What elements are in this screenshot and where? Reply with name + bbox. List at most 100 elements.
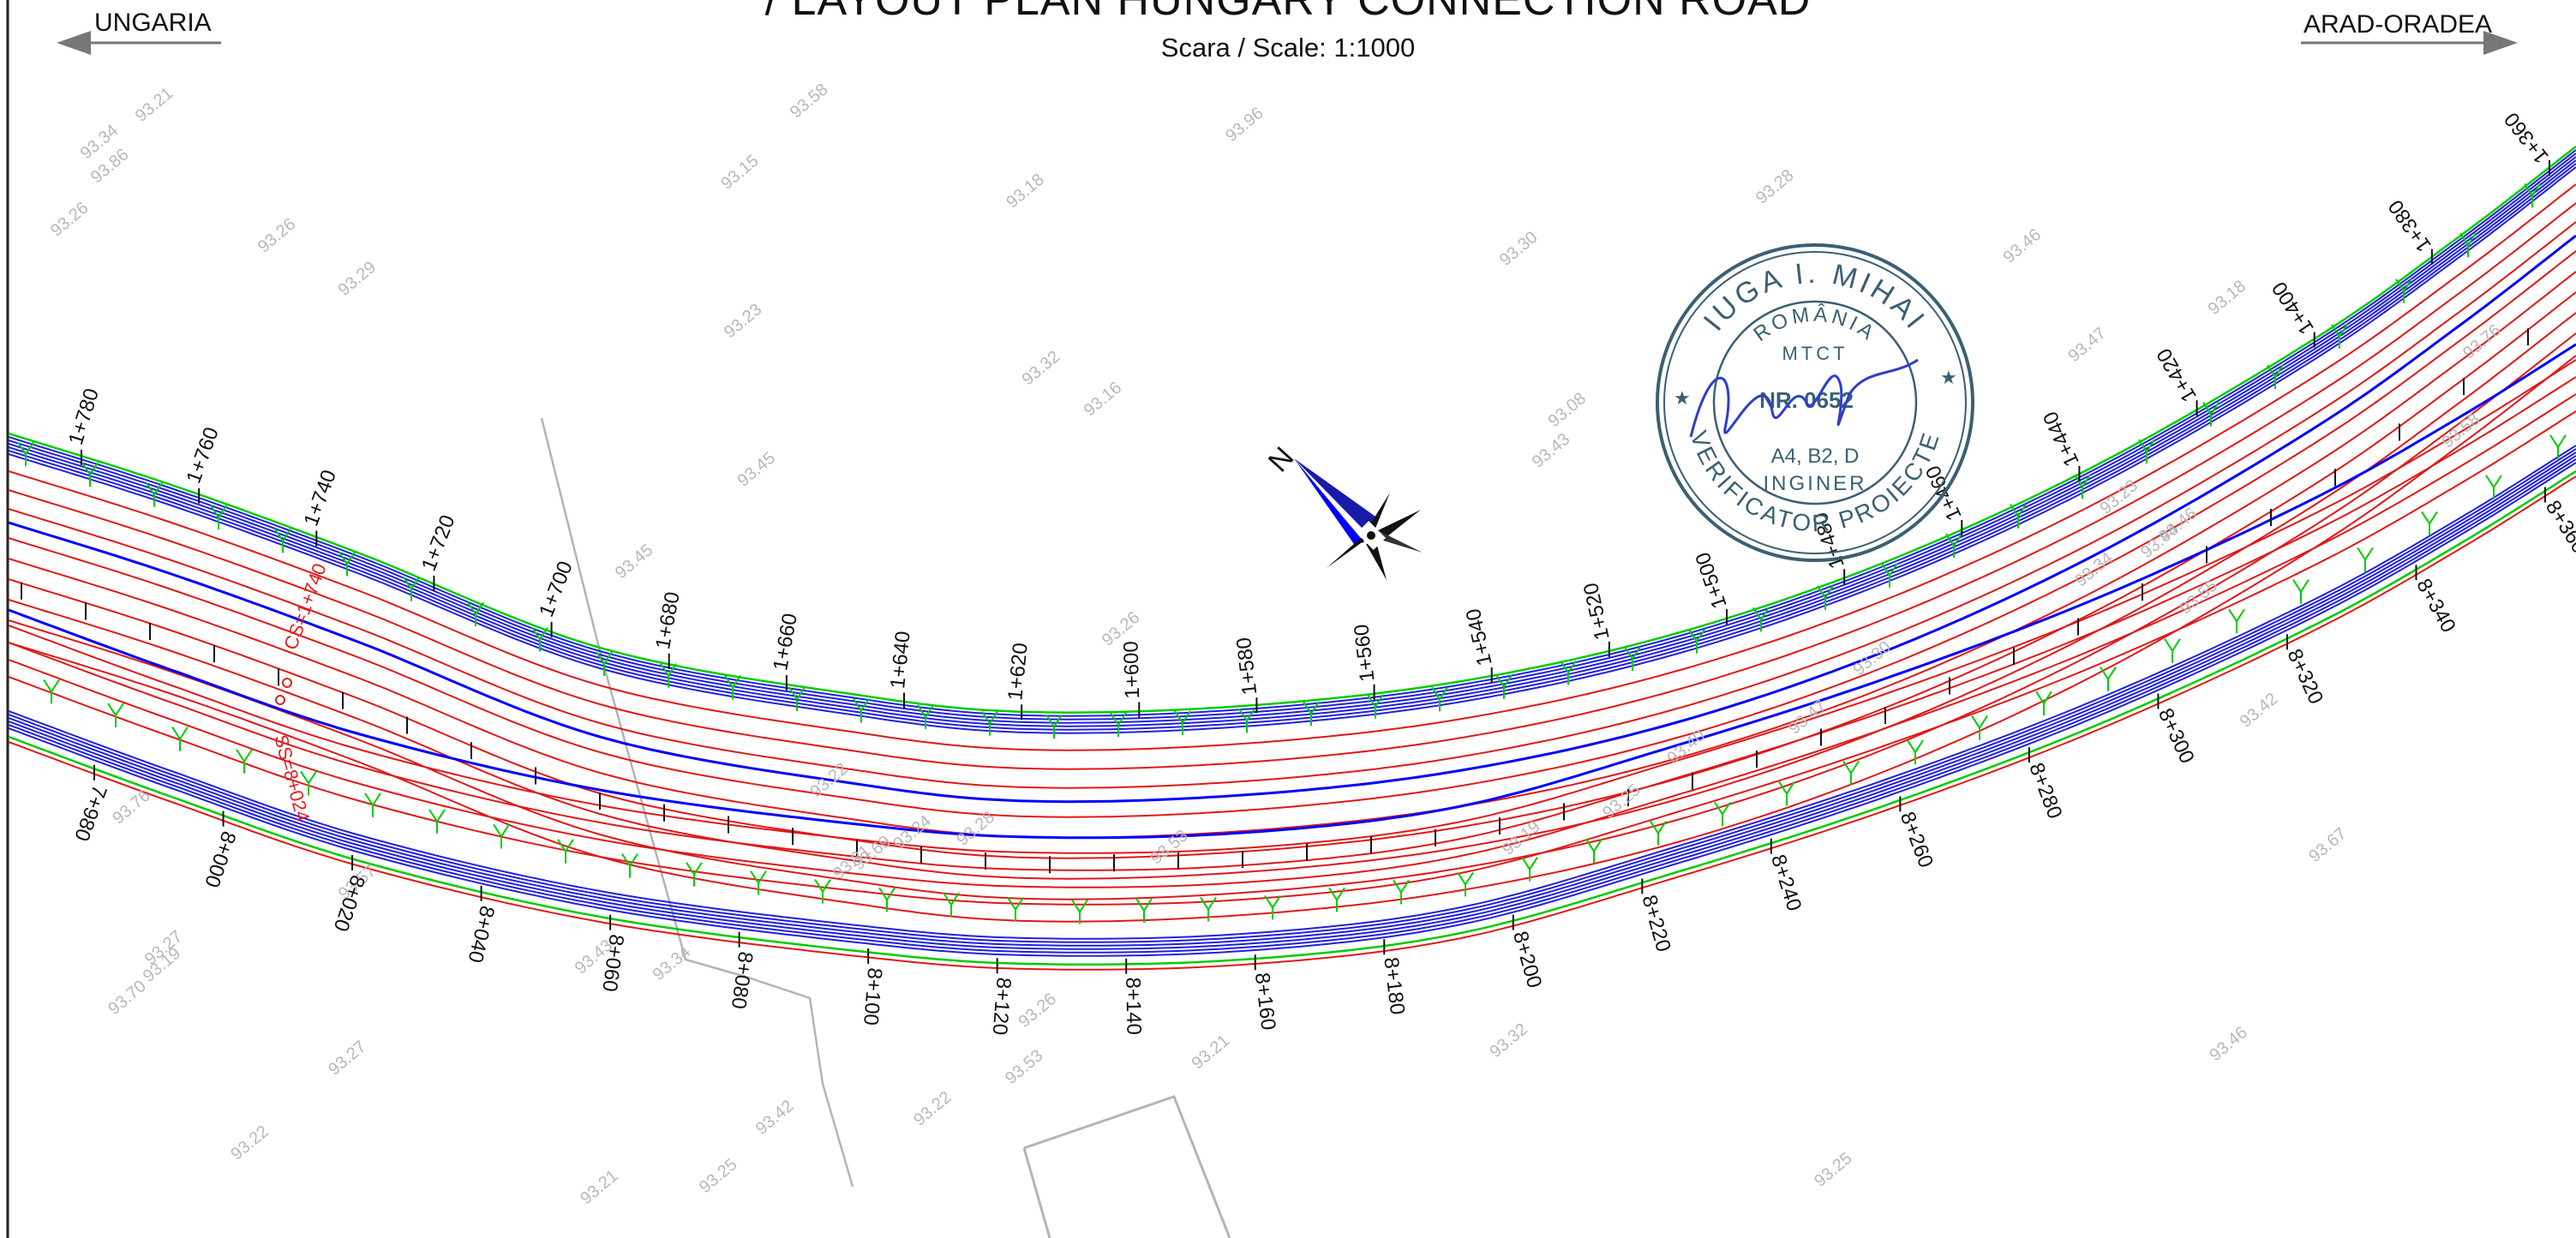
spot-level: 93.32 [1019,347,1063,389]
chainage-label: 8+040 [463,904,499,966]
lane-line [8,202,2576,770]
slope-symbol [853,697,870,723]
spot-level: 93.46 [2206,1023,2250,1065]
annotation-cs: CS=1+740 [279,560,330,652]
north-arrow-icon: N [1262,441,1423,580]
page-title: / LAYOUT PLAN HUNGARY CONNECTION ROAD [764,0,1812,25]
spot-level: 93.53 [1002,1046,1046,1088]
lane-line [8,291,2576,859]
curve-point-marker [275,695,285,705]
slope-symbol [467,601,484,627]
slope-symbol [1881,563,1898,588]
chainage-label: 1+660 [769,612,802,673]
slope-symbol [2074,474,2091,499]
slope-symbol [338,552,356,577]
spot-level: 93.47 [2064,324,2109,366]
existing-building-outline [1023,1095,1231,1238]
chainage-label: 8+260 [1896,809,1938,871]
chainage-label: 8+180 [1379,956,1409,1016]
spot-level: 93.26 [47,199,92,241]
arrow-right-icon [2301,31,2518,55]
slope-symbol [2459,232,2477,258]
chainage-label: 1+420 [2153,344,2202,406]
spot-level: 93.42 [752,1097,797,1139]
slope-symbol [1842,760,1860,786]
slope-symbol [981,710,998,736]
scale-label: Scara / Scale: 1:1000 [1160,33,1416,63]
road-alignment [8,146,2576,971]
slope-symbol [1945,533,1962,559]
slope-symbol [1495,674,1513,699]
spot-level: 93.46 [2000,225,2045,267]
spot-level: 93.27 [325,1038,369,1080]
spot-level: 93.16 [1081,378,1125,420]
spot-level: 93.45 [612,541,656,583]
lane-line [8,410,2576,906]
embankment-line [8,469,2576,966]
slope-symbol [43,679,60,704]
stamp-role: INGINER [1763,472,1866,495]
stamp-country: ROMÂNIA [1749,302,1877,346]
spot-level: 93.40 [1663,726,1708,768]
spot-level: 93.21 [577,1166,621,1208]
slope-symbol [596,651,613,676]
lane-line [8,183,2576,751]
spot-level: 93.26 [255,215,299,257]
slope-symbol [236,749,253,774]
slope-symbol [2035,691,2052,716]
spot-level: 93.18 [2205,277,2250,319]
axis-ticks [21,328,2529,874]
spot-level: 93.22 [227,1122,272,1164]
chainage-label: 1+760 [182,424,223,487]
chainage-label: 1+380 [2384,195,2436,256]
spot-level: 93.08 [1545,389,1590,431]
chainage-label: 8+100 [859,967,886,1026]
edge-line-blue [8,166,2576,734]
edge-line-blue [8,149,2576,717]
slope-symbol [2331,324,2348,349]
slope-symbol [788,686,806,712]
edge-line-blue [8,153,2576,721]
spot-level: 93.55 [2177,577,2221,619]
lane-line [8,221,2576,789]
slope-symbol [1971,715,1988,740]
north-label: N [1262,441,1301,479]
slope-symbol [146,482,163,507]
lane-line [8,312,2576,880]
spot-level: 93.21 [132,84,177,126]
spot-level: 93.25 [1811,1149,1855,1191]
spot-level: 93.22 [910,1088,955,1130]
chainage-label: 1+440 [2039,408,2084,470]
slope-symbol [2164,638,2181,663]
slope-symbol [210,505,227,529]
direction-right-label: ARAD-ORADEA [2303,10,2493,39]
stamp-ministry: MTCT [1782,343,1848,364]
chainage-label: 1+360 [2500,108,2554,168]
slope-symbol [531,626,548,652]
slope-symbol [1907,739,1924,765]
spot-level: 93.96 [1222,104,1267,146]
chainage-label: 8+240 [1766,852,1806,913]
spot-level: 93.32 [1486,1020,1531,1062]
chainage-label: 8+160 [1250,972,1280,1032]
annotation-ss: SS=8+024 [270,733,314,824]
edge-line-blue [8,458,2576,954]
slope-symbol [1200,896,1217,922]
chainage-label: 1+740 [300,467,341,529]
slope-symbol [2228,608,2245,634]
slope-symbol [557,839,574,864]
slope-symbol [1264,894,1281,920]
spot-level: 93.42 [2237,690,2281,732]
chainage-label: 8+360 [2541,496,2576,557]
slope-symbol [81,462,99,487]
chainage-label: 1+640 [886,630,915,690]
slope-symbol [878,887,896,912]
chainage-label: 1+700 [535,558,578,620]
spot-levels: 93.4293.2693.2893.4593.3293.4593.5893.18… [47,80,2505,1208]
slope-symbol [1303,701,1320,727]
spot-level: 93.30 [1849,637,1894,679]
chainage-label: 1+600 [1119,641,1144,699]
spot-level: 93.70 [105,977,149,1019]
spot-level: 93.43 [1529,430,1573,472]
